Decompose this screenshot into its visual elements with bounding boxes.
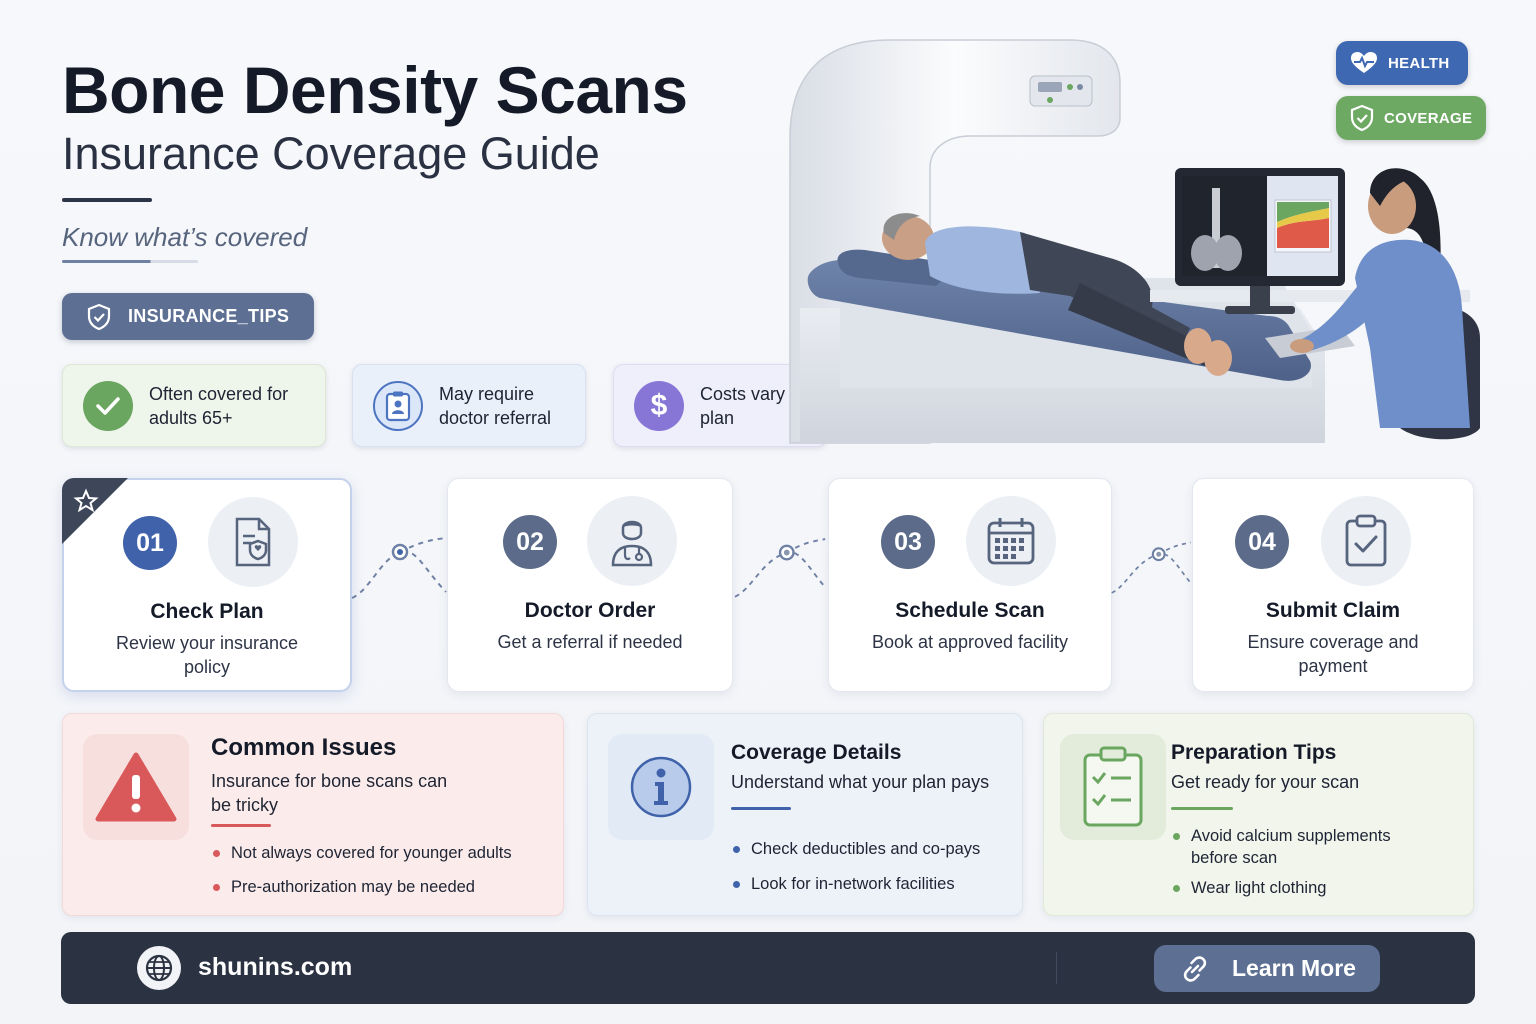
heart-pulse-icon <box>1351 52 1377 73</box>
card-divider <box>731 807 791 810</box>
prep-list: Avoid calcium supplements before scan We… <box>1171 825 1421 899</box>
step-description: Get a referral if needed <box>497 632 683 652</box>
tagline-divider <box>62 260 198 263</box>
document-shield-icon <box>208 497 298 587</box>
step-description: Ensure coverage and payment <box>1247 632 1419 676</box>
card-subtitle: Insurance for bone scans can be tricky <box>211 771 448 815</box>
dollar-icon: $ <box>634 380 684 431</box>
step-number: 02 <box>503 515 557 569</box>
health-badge: HEALTH <box>1336 41 1468 85</box>
step-submit-claim[interactable]: 04 Submit Claim Ensure coverage and paym… <box>1192 478 1474 692</box>
step-number: 01 <box>123 516 177 570</box>
health-badge-label: HEALTH <box>1388 54 1450 72</box>
list-item: Not always covered for younger adults <box>211 842 512 864</box>
calendar-icon <box>966 496 1056 586</box>
page-title: Bone Density Scans <box>62 53 688 127</box>
step-connector <box>734 538 826 598</box>
coverage-badge: COVERAGE <box>1336 96 1486 140</box>
learn-more-button[interactable]: Learn More <box>1154 945 1380 992</box>
step-schedule-scan[interactable]: 03 Schedule Scan Book at approved facili… <box>828 478 1112 692</box>
step-title: Check Plan <box>150 600 264 623</box>
step-description: Book at approved facility <box>871 632 1069 652</box>
info-icon <box>608 734 714 840</box>
fact-text: May require doctor referral <box>439 383 552 428</box>
step-description: Review your insurance policy <box>115 633 299 677</box>
step-title: Doctor Order <box>524 599 656 622</box>
card-subtitle: Get ready for your scan <box>1171 772 1360 792</box>
shield-icon <box>87 303 111 330</box>
card-title: Coverage Details <box>731 741 902 764</box>
list-item: Avoid calcium supplements before scan <box>1171 825 1421 869</box>
fact-covered-65: Often covered for adults 65+ <box>62 364 326 447</box>
star-icon <box>62 478 128 544</box>
coverage-list: Check deductibles and co-pays Look for i… <box>731 838 980 895</box>
globe-icon <box>137 946 181 990</box>
card-divider <box>211 824 271 827</box>
fact-referral: May require doctor referral <box>352 364 586 447</box>
link-icon <box>1183 955 1207 982</box>
card-divider <box>1171 807 1233 810</box>
step-connector <box>351 537 447 599</box>
insurance-tips-button[interactable]: INSURANCE_TIPS <box>62 293 314 340</box>
list-item: Look for in-network facilities <box>731 873 980 895</box>
list-item: Check deductibles and co-pays <box>731 838 980 860</box>
card-title: Common Issues <box>211 734 397 761</box>
title-divider <box>62 198 152 202</box>
card-title: Preparation Tips <box>1171 741 1337 764</box>
step-doctor-order[interactable]: 02 Doctor Order Get a referral if needed <box>447 478 733 692</box>
tagline: Know what’s covered <box>62 222 308 252</box>
warning-icon <box>83 734 189 840</box>
step-check-plan[interactable]: 01 Check Plan Review your insurance poli… <box>62 478 352 692</box>
list-item: Wear light clothing <box>1171 877 1421 899</box>
step-title: Submit Claim <box>1265 599 1401 622</box>
list-item: Pre-authorization may be needed <box>211 876 512 898</box>
step-number: 04 <box>1235 515 1289 569</box>
common-issues-card: Common Issues Insurance for bone scans c… <box>62 713 564 916</box>
clipboard-person-icon <box>373 380 423 431</box>
preparation-tips-card: Preparation Tips Get ready for your scan… <box>1043 713 1474 916</box>
fact-text: Costs vary by plan <box>700 383 810 428</box>
page-subtitle: Insurance Coverage Guide <box>62 128 600 179</box>
coverage-badge-label: COVERAGE <box>1384 109 1473 127</box>
fact-text: Often covered for adults 65+ <box>149 383 289 428</box>
bone-density-scan-illustration <box>789 39 1480 444</box>
insurance-tips-label: INSURANCE_TIPS <box>128 306 290 326</box>
doctor-icon <box>587 496 677 586</box>
footer-divider <box>1056 952 1057 984</box>
learn-more-label: Learn More <box>1232 955 1356 981</box>
card-subtitle: Understand what your plan pays <box>731 772 990 792</box>
step-connector <box>1111 541 1192 594</box>
clipboard-check-icon <box>1321 496 1411 586</box>
step-title: Schedule Scan <box>895 599 1045 622</box>
shield-check-icon <box>1350 104 1374 132</box>
website-link[interactable]: shunins.com <box>198 953 353 981</box>
checklist-icon <box>1060 734 1166 840</box>
step-number: 03 <box>881 515 935 569</box>
coverage-details-card: Coverage Details Understand what your pl… <box>587 713 1023 916</box>
issues-list: Not always covered for younger adults Pr… <box>211 842 512 898</box>
check-icon <box>83 380 133 431</box>
